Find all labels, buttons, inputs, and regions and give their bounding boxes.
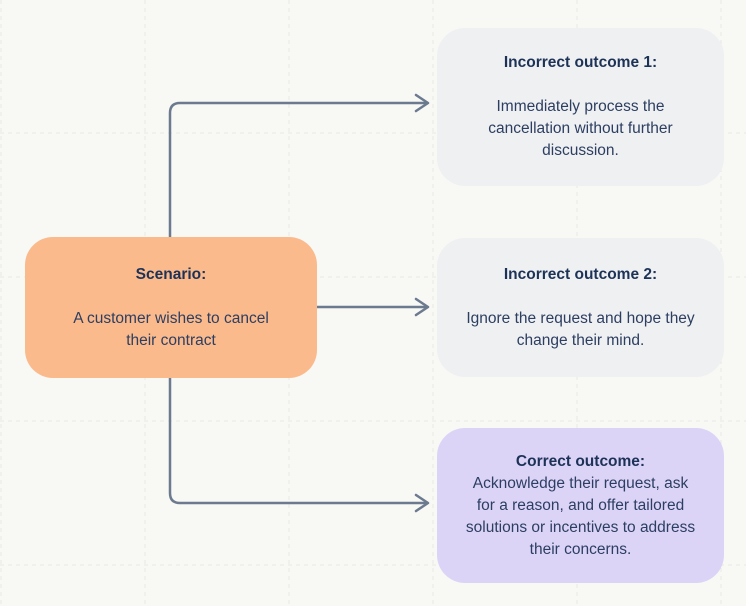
scenario-node: Scenario: A customer wishes to cancel th… xyxy=(25,237,317,378)
arrowhead-outcome-1 xyxy=(414,93,430,113)
box-title: Scenario: xyxy=(135,265,207,283)
outcome-node-incorrect-2: Incorrect outcome 2: Ignore the request … xyxy=(437,238,724,377)
outcome-node-correct: Correct outcome: Acknowledge their reque… xyxy=(437,428,724,583)
box-body: Acknowledge their request, ask for a rea… xyxy=(466,473,695,561)
box-body: Immediately process the cancellation wit… xyxy=(488,96,672,162)
body-line: change their mind. xyxy=(516,331,645,349)
arrowhead-outcome-3 xyxy=(414,493,430,513)
box-title: Incorrect outcome 1: xyxy=(503,54,658,71)
box-title: Correct outcome: xyxy=(515,452,646,470)
body-line: their contract xyxy=(126,331,216,349)
connector-arrows xyxy=(168,93,430,513)
body-line: Ignore the request and hope they xyxy=(466,309,695,327)
body-line: A customer wishes to cancel xyxy=(73,309,269,327)
body-line: for a reason, and offer tailored xyxy=(476,496,685,514)
body-line: cancellation without further xyxy=(488,120,673,137)
body-line: Immediately process the xyxy=(496,98,665,115)
body-line: their concerns. xyxy=(529,540,632,558)
body-line: solutions or incentives to address xyxy=(465,518,696,536)
arrow-to-outcome-1 xyxy=(168,101,428,239)
outcome-node-incorrect-1: Incorrect outcome 1: Immediately process… xyxy=(437,28,724,186)
box-title: Incorrect outcome 2: xyxy=(503,265,658,283)
body-line: discussion. xyxy=(542,142,619,159)
arrow-to-outcome-3 xyxy=(168,376,428,505)
body-line: Acknowledge their request, ask xyxy=(472,474,689,492)
box-body: Ignore the request and hope they change … xyxy=(466,308,694,352)
box-body: A customer wishes to cancel their contra… xyxy=(73,308,269,352)
arrowhead-outcome-2 xyxy=(414,297,430,317)
